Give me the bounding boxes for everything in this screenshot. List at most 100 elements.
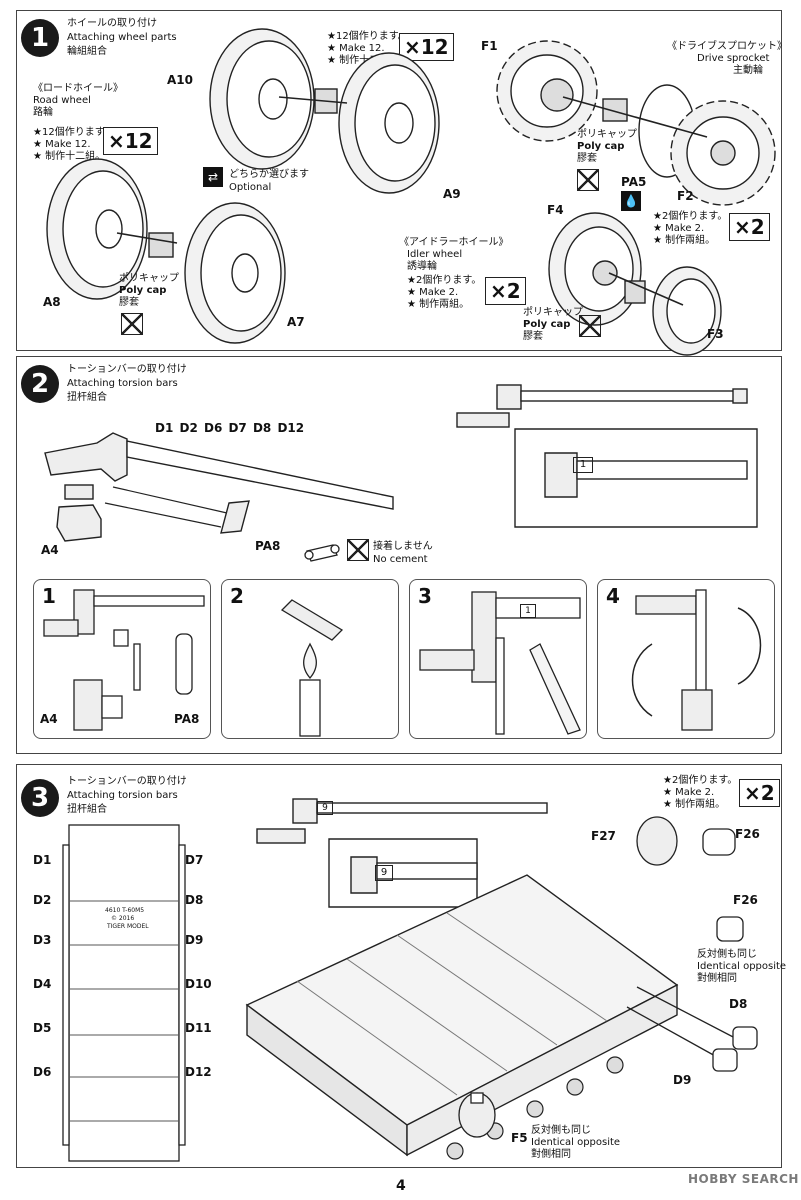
- part-pa8: PA8: [255, 539, 281, 553]
- optional-icon: ⇄: [203, 167, 223, 187]
- part-a10: A10: [167, 73, 193, 87]
- part-f4: F4: [547, 203, 564, 217]
- make2-step3-ja: ★2個作ります。: [663, 775, 738, 786]
- part-a7: A7: [287, 315, 305, 329]
- detail-number-box: 1: [573, 457, 593, 473]
- oil-icon: 💧: [621, 191, 641, 211]
- part-a4: A4: [41, 543, 59, 557]
- step1-title-zh: 輪組組合: [67, 46, 107, 57]
- idler-ja: 《アイドラーホイール》: [399, 237, 509, 248]
- substep-3-number: 3: [418, 584, 432, 608]
- detail-number-box: 9: [375, 865, 393, 881]
- substep-2: 2: [221, 579, 399, 739]
- idler-en: Idler wheel: [407, 249, 463, 260]
- make12-right-en: ★ Make 12.: [327, 43, 385, 54]
- idler-zh: 誘導輪: [407, 261, 437, 272]
- hull-label-d5: D5: [33, 1021, 52, 1035]
- no-cement-icon: [121, 313, 143, 335]
- hull-3d-illustration: [245, 874, 679, 1160]
- make2-step3-zh: ★ 制作兩組。: [663, 799, 726, 810]
- polycap-left-zh: 膠套: [119, 297, 139, 308]
- sprocket-ja: 《ドライブスプロケット》: [667, 41, 787, 52]
- part-pa5: PA5: [621, 175, 647, 189]
- part-d8: D8: [729, 997, 748, 1011]
- torsion-detail-illustration: [456, 384, 758, 528]
- substep-2-illustration: [280, 599, 344, 737]
- road-wheel-en: Road wheel: [33, 95, 91, 106]
- optional-ja: どちらか選びます: [229, 169, 309, 180]
- substep-3: 3 1: [409, 579, 587, 739]
- substep-1-pa8: PA8: [174, 712, 200, 726]
- polycap-idler-zh: 膠套: [523, 331, 543, 342]
- hull-label-d1: D1: [33, 853, 52, 867]
- step3-number: 3: [21, 779, 59, 817]
- hull-label-d7: D7: [185, 853, 204, 867]
- make2-idler-en: ★ Make 2.: [407, 287, 459, 298]
- make12-left-en: ★ Make 12.: [33, 139, 91, 150]
- opposite-bottom-zh: 對側相同: [531, 1149, 571, 1160]
- road-wheel-ja: 《ロードホイール》: [33, 83, 123, 94]
- substep-1: 1 A4 PA8: [33, 579, 211, 739]
- hull-label-d9: D9: [185, 933, 204, 947]
- page-number: 4: [396, 1178, 406, 1194]
- polycap-right-en: Poly cap: [577, 141, 625, 152]
- torsion-bar-illustration: [44, 432, 394, 562]
- step2-title-ja: トーションバーの取り付け: [67, 364, 187, 375]
- hull-text-line2: © 2016: [111, 915, 135, 922]
- substep-3-illustration: [419, 591, 581, 735]
- step2-panel: 2 トーションバーの取り付け Attaching torsion bars 扭杆…: [16, 356, 782, 754]
- hull-label-d12: D12: [185, 1065, 212, 1079]
- substep-1-a4: A4: [40, 712, 58, 726]
- make2-step3-en: ★ Make 2.: [663, 787, 715, 798]
- substep-4: 4: [597, 579, 775, 739]
- polycap-left-en: Poly cap: [119, 285, 167, 296]
- step1-title-en: Attaching wheel parts: [67, 32, 177, 43]
- sprocket-illustration: [496, 40, 776, 356]
- hull-text-line1: 4610 T-60M5: [105, 907, 145, 914]
- hull-label-d2: D2: [33, 893, 52, 907]
- opposite-right-ja: 反対側も同じ: [697, 949, 757, 960]
- hull-label-d6: D6: [33, 1065, 52, 1079]
- road-wheel-zh: 路輪: [33, 107, 53, 118]
- make12-left-zh: ★ 制作十二組。: [33, 151, 106, 162]
- opposite-right-en: Identical opposite: [697, 961, 787, 972]
- step2-number: 2: [21, 365, 59, 403]
- make12-left-ja: ★12個作ります。: [33, 127, 114, 138]
- multiplier-x2-sprocket: ×2: [729, 213, 770, 241]
- substep-2-number: 2: [230, 584, 244, 608]
- part-f2: F2: [677, 189, 694, 203]
- opposite-right-zh: 對側相同: [697, 973, 737, 984]
- part-f5: F5: [511, 1131, 528, 1145]
- step3-title-ja: トーションバーの取り付け: [67, 776, 187, 787]
- part-f3: F3: [707, 327, 724, 341]
- hull-label-d10: D10: [185, 977, 212, 991]
- make2-idler-ja: ★2個作ります。: [407, 275, 482, 286]
- part-f26-top: F26: [735, 827, 760, 841]
- part-a8: A8: [43, 295, 61, 309]
- detail-number-box: 9: [317, 801, 333, 815]
- opposite-bottom-ja: 反対側も同じ: [531, 1125, 591, 1136]
- step2-title-en: Attaching torsion bars: [67, 378, 178, 389]
- polycap-right-ja: ポリキャップ: [577, 129, 637, 140]
- hull-text-line3: TIGER MODEL: [107, 923, 149, 930]
- watermark: HOBBY SEARCH: [688, 1172, 799, 1186]
- part-d9: D9: [673, 1073, 692, 1087]
- no-cement-icon: [579, 315, 601, 337]
- no-cement-icon: [347, 539, 369, 561]
- make2-sprocket-zh: ★ 制作兩組。: [653, 235, 716, 246]
- part-f27: F27: [591, 829, 616, 843]
- substep-1-illustration: [43, 589, 205, 731]
- substep-1-number: 1: [42, 584, 56, 608]
- step1-panel: 1 ホイールの取り付け Attaching wheel parts 輪組組合 《…: [16, 10, 787, 356]
- torsion-bar-labels: D1 D2 D6 D7 D8 D12: [155, 421, 305, 435]
- step3-title-en: Attaching torsion bars: [67, 790, 178, 801]
- make2-sprocket-en: ★ Make 2.: [653, 223, 705, 234]
- polycap-idler-ja: ポリキャップ: [523, 307, 583, 318]
- step3-title-zh: 扭杆組合: [67, 804, 107, 815]
- part-f1: F1: [481, 39, 498, 53]
- no-cement-icon: [577, 169, 599, 191]
- polycap-left-ja: ポリキャップ: [119, 273, 179, 284]
- part-a9: A9: [443, 187, 461, 201]
- sprocket-en: Drive sprocket: [697, 53, 770, 64]
- make12-right-ja: ★12個作ります。: [327, 31, 408, 42]
